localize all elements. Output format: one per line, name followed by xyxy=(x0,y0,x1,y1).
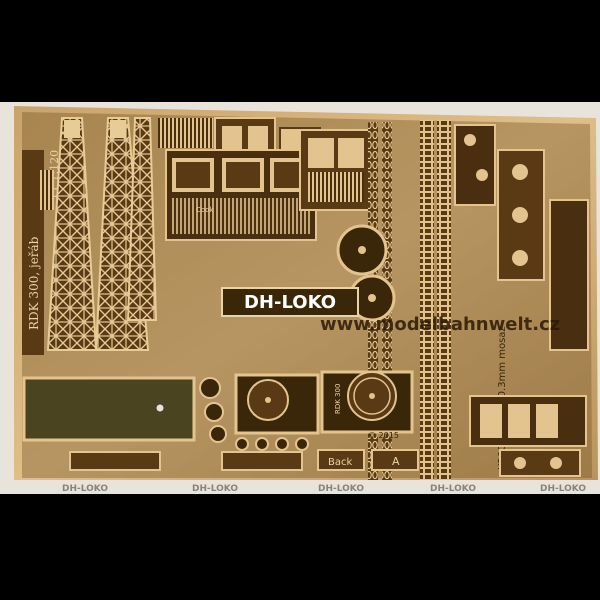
base-plate-left xyxy=(22,376,196,442)
brand-badge: DH-LOKO xyxy=(244,292,336,313)
footer-watermark-5: DH-LOKO xyxy=(540,484,586,494)
product-name-label: RDK 300, jeřáb xyxy=(27,236,41,330)
letter-b-label: Back xyxy=(328,457,352,468)
roof-panels xyxy=(299,129,371,211)
product-label-strip xyxy=(22,150,44,355)
copyright-label: © 2015 xyxy=(368,431,399,440)
footer-watermark-2: DH-LOKO xyxy=(192,484,238,494)
small-label-cook: Cook xyxy=(196,206,214,214)
base-plate-hole xyxy=(156,404,164,412)
lattice-boom-left xyxy=(46,117,158,351)
bogie-frames-right xyxy=(454,124,589,351)
track-strip-4 xyxy=(437,120,451,480)
footer-watermark-4: DH-LOKO xyxy=(430,484,476,494)
rdk-small-label: RDK 300 xyxy=(334,384,342,414)
footer-watermark-3: DH-LOKO xyxy=(318,484,364,494)
turntable-discs xyxy=(336,224,396,322)
letter-a-label: A xyxy=(392,455,400,468)
brand-badge-box xyxy=(221,287,359,317)
footer-strip xyxy=(0,480,600,494)
tag-plates xyxy=(69,449,419,471)
footer-watermark-1: DH-LOKO xyxy=(62,484,108,494)
grille-panels-top xyxy=(158,117,321,155)
turntable-bases xyxy=(234,370,414,435)
wheel-set-row xyxy=(199,377,309,451)
track-strip-3 xyxy=(420,120,434,480)
cabin-panels: Cook xyxy=(165,149,317,241)
small-bar-top-left xyxy=(40,170,54,210)
website-watermark: www.modelbahnwelt.cz xyxy=(320,314,560,335)
door-panels-bottom-right xyxy=(469,395,587,477)
